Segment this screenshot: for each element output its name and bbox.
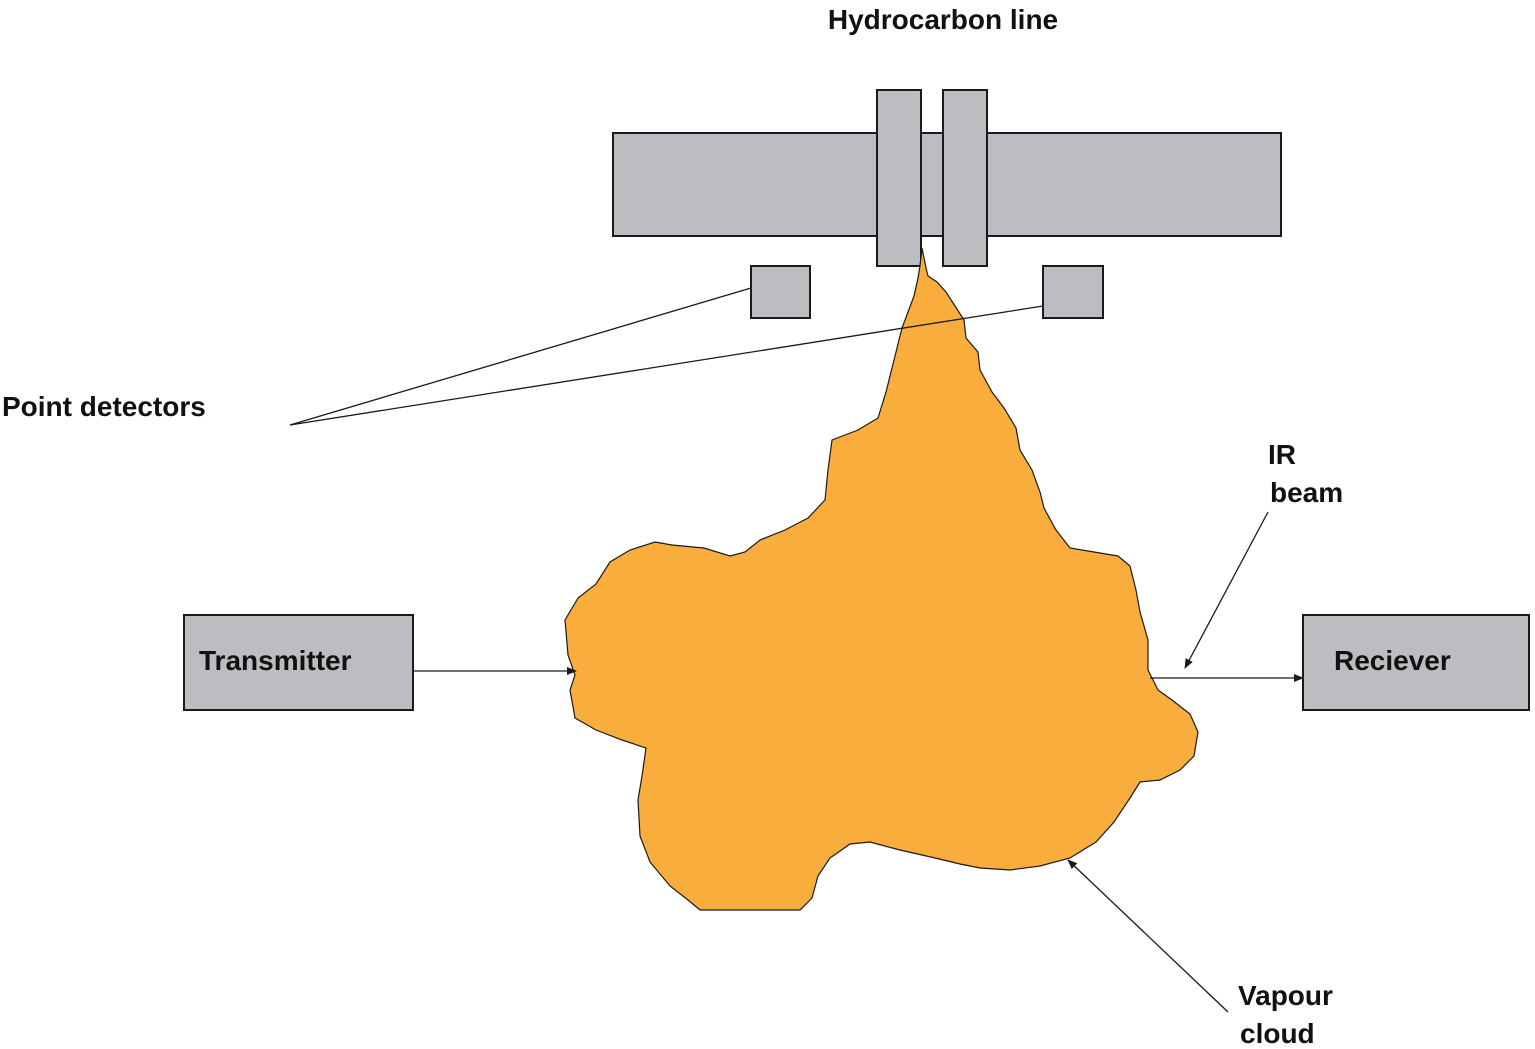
vapour-cloud-pointer-arrow <box>1067 859 1229 1013</box>
transmitter-label: Transmitter <box>199 645 352 676</box>
point-detector-left <box>750 265 811 319</box>
ir-beam-label-line1: IR <box>1268 439 1296 470</box>
point-detectors-label: Point detectors <box>2 391 206 422</box>
point-detector-leader-right <box>289 305 1044 426</box>
hydrocarbon-pipe <box>612 89 1282 267</box>
receiver-label: Reciever <box>1334 645 1451 676</box>
ir-beam-label-line2: beam <box>1270 477 1343 508</box>
vapour-cloud-label-line1: Vapour <box>1238 980 1333 1011</box>
vapour-cloud-label-line2: cloud <box>1240 1018 1315 1049</box>
point-detector-leader-left <box>289 287 752 426</box>
transmitter-box <box>183 614 414 711</box>
receiver-box <box>1302 614 1530 711</box>
ir-beam-pointer-arrow <box>1184 511 1269 669</box>
hydrocarbon-line-label: Hydrocarbon line <box>828 4 1058 35</box>
pipe-flange-right <box>942 89 988 267</box>
pipe-flange-left <box>876 89 922 267</box>
point-detector-right <box>1042 265 1104 319</box>
vapour-cloud <box>564 247 1199 911</box>
